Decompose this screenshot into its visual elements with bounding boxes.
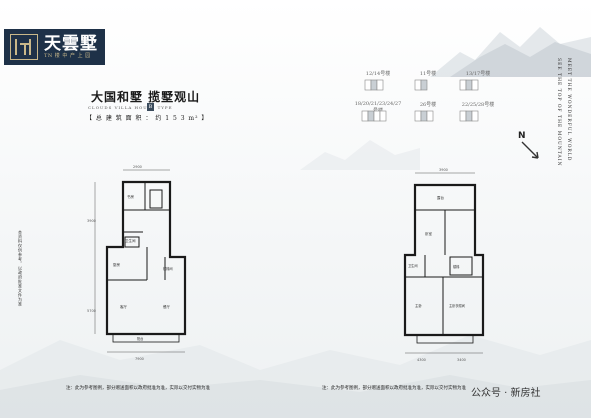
room-master-closet: 主卧衣帽间 (449, 303, 465, 308)
disclaimer-note-left: 注：此为参考图例，部分赠送面积以政府批准为准，实际以交付实物为准 (66, 386, 210, 391)
brand-subtitle: TN 楼 中 产 上 园 (44, 52, 91, 59)
vertical-slogan-1: MEET THE WONDERFUL WORLD (566, 58, 571, 162)
building-label-3: 13/17号楼 (465, 71, 491, 77)
cloud-decoration (300, 140, 420, 170)
building-label-5: 26号楼 (419, 102, 437, 108)
room-study: 书房 (127, 194, 134, 199)
building-label-2: 11号楼 (419, 71, 437, 77)
room-bath: 卫生间 (125, 238, 136, 243)
mountain-decoration-bottom (0, 335, 591, 418)
room-bedroom: 卧室 (425, 231, 433, 236)
room-balcony: 阳台 (137, 336, 143, 341)
type-badge: B (147, 103, 154, 111)
plan-left-dim-top: 2900 (133, 165, 142, 169)
floor-plan-ground: 2900 7900 3900 5700 书房 卫生间 厨房 客厅 餐厅 楼梯间 … (87, 165, 187, 361)
plan-right-dim-bottom-2: 3400 (457, 358, 466, 362)
left-side-disclaimer: 本资料仅供参考，以政府批准文件为准 (18, 230, 23, 307)
plan-right-dim-top: 3900 (439, 168, 448, 172)
room-terrace: 露台 (437, 195, 445, 200)
room-stair: 楼梯间 (163, 266, 173, 271)
plan-left-dim-side-1: 3900 (87, 219, 96, 223)
room-stair-upper: 楼梯 (453, 264, 460, 269)
total-area: 【 总 建 筑 面 积 ： 约 1 5 3 m² 】 (86, 115, 209, 122)
plan-right-dim-bottom-1: 4300 (417, 358, 426, 362)
room-bath-upper: 卫生间 (408, 263, 418, 268)
compass-arrow-icon (521, 141, 539, 159)
english-subtitle: CLOUDS VILLA HOUSE TYPE (88, 105, 173, 110)
brand-logo: 天雲墅 TN 楼 中 产 上 园 (4, 29, 105, 65)
mountain-decoration-top-right (430, 27, 591, 77)
room-master: 主卧 (415, 303, 423, 308)
building-key-icons (361, 79, 479, 122)
brand-mark-icon (10, 34, 38, 60)
building-label-1: 12/14号楼 (365, 71, 391, 77)
watermark: 公众号 · 新房社 (471, 388, 541, 399)
building-label-6: 22/25/28号楼 (461, 102, 495, 108)
plan-left-dim-bottom: 7900 (135, 357, 144, 361)
room-kitchen: 厨房 (113, 262, 120, 267)
floor-plan-upper: 3900 4300 3400 露台 卧室 卫生间 主卧 主卧衣帽间 楼梯 (403, 168, 485, 362)
north-label: N (518, 131, 526, 141)
room-dining: 餐厅 (163, 304, 170, 309)
plan-left-dim-side-2: 5700 (87, 309, 96, 313)
room-living: 客厅 (120, 304, 127, 309)
disclaimer-note-right: 注：此为参考图例，部分赠送面积以政府批准为准，实际以交付实物为准 (322, 386, 466, 391)
vertical-slogan-2: SEE THE TOP OF THE MOUNTAIN (556, 58, 561, 167)
page-title: 大国和墅 揽墅观山 (91, 90, 201, 104)
brand-title: 天雲墅 (44, 33, 98, 54)
